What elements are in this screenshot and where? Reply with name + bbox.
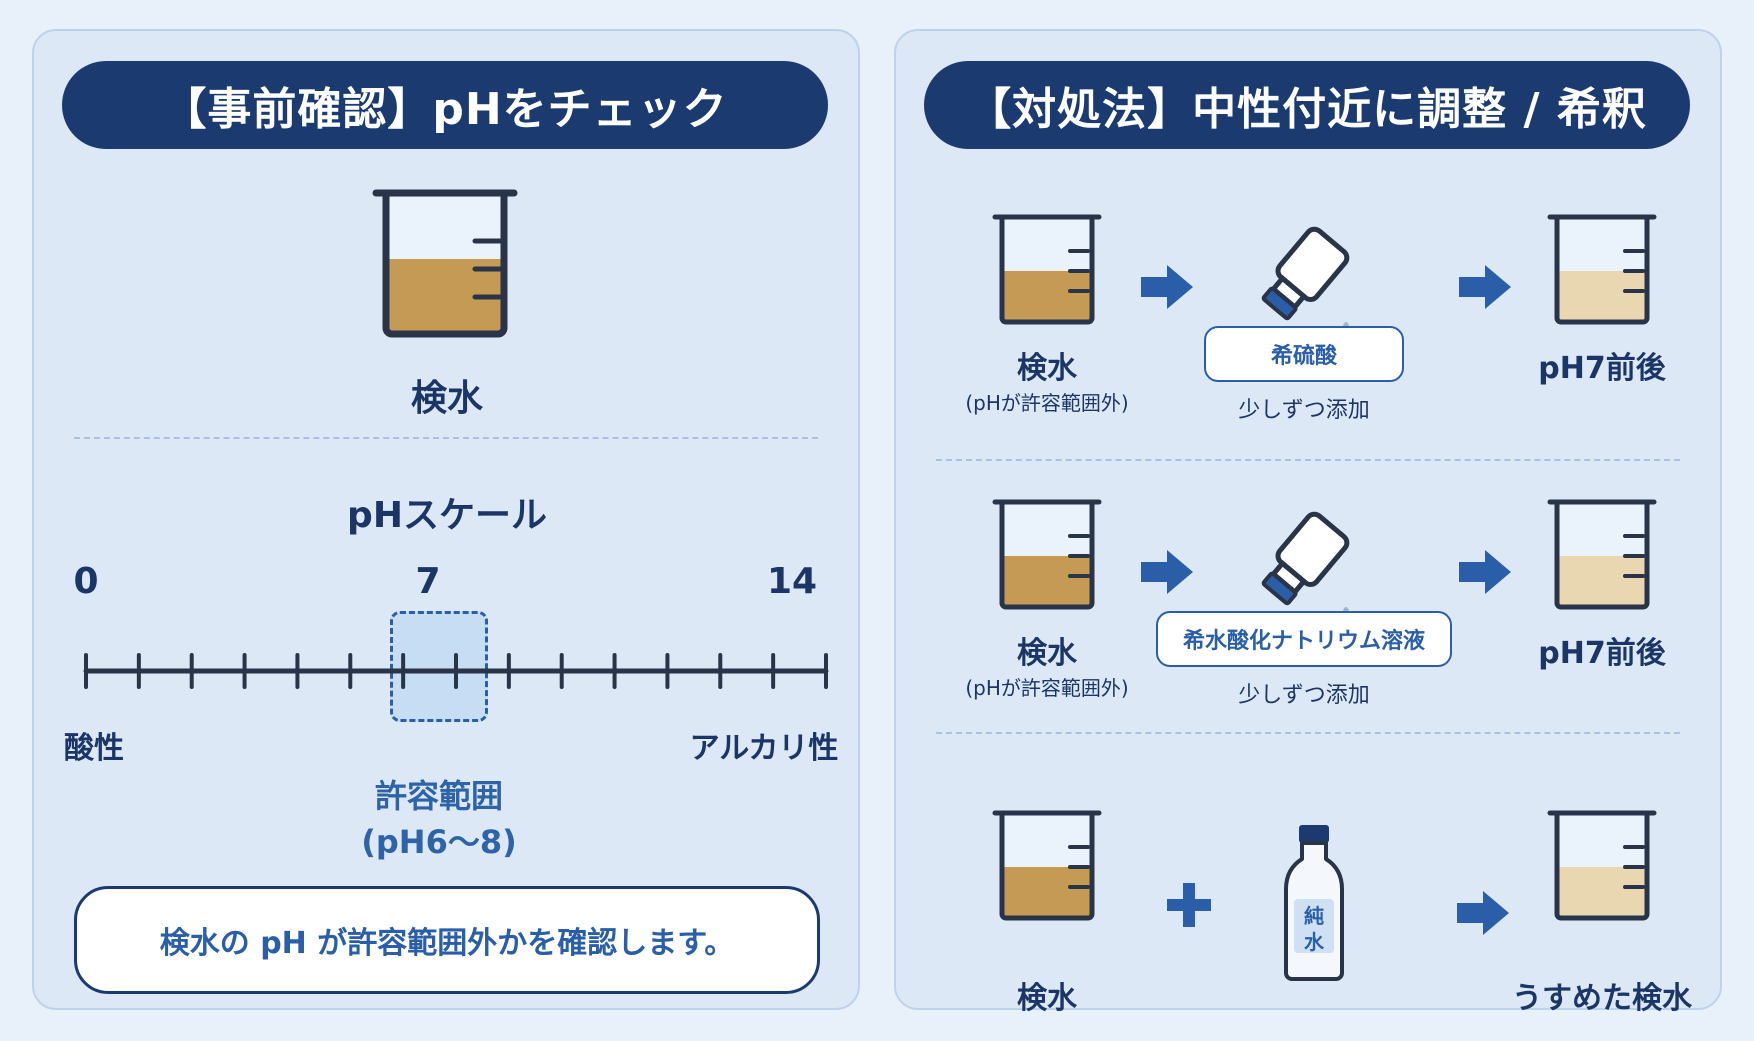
neutral-beaker-icon — [1547, 214, 1657, 325]
sample-label: 検水 — [410, 378, 483, 419]
reagent-label: 希水酸化ナトリウム溶液 — [1156, 611, 1452, 667]
ph-scale-title: pHスケール — [347, 495, 547, 536]
sample-label: 検水 — [1017, 981, 1077, 1016]
acid-label: 酸性 — [64, 731, 124, 766]
check-panel: 【事前確認】pHをチェック 検水 pHスケール 0 7 14 酸性 アルカリ性 … — [32, 29, 860, 1010]
sample-label: 検水 — [1017, 636, 1077, 671]
neutral-beaker-icon — [1547, 499, 1657, 610]
alkali-label: アルカリ性 — [689, 731, 839, 766]
result-label: pH7前後 — [1538, 636, 1666, 671]
treatment-panel-title: 【対処法】中性付近に調整 / 希釈 — [924, 61, 1690, 149]
scale-mid-label: 7 — [415, 561, 441, 602]
arrow-right-icon — [1459, 550, 1511, 594]
treatment-panel: 【対処法】中性付近に調整 / 希釈 検水 (pHが許容範囲外) 希硫酸 少しずつ… — [894, 29, 1722, 1016]
range-value-label: (pH6〜8) — [361, 823, 517, 861]
divider — [936, 732, 1680, 734]
diluted-beaker-icon — [1547, 810, 1657, 921]
reagent-label: 希硫酸 — [1204, 326, 1404, 382]
range-label: 許容範囲 — [374, 777, 503, 815]
check-panel-title: 【事前確認】pHをチェック — [62, 61, 828, 149]
reagent-note: 少しずつ添加 — [1238, 683, 1370, 708]
tolerance-range-box — [390, 611, 488, 722]
result-label: うすめた検水 — [1512, 981, 1692, 1016]
sample-beaker-icon — [372, 189, 518, 338]
divider — [74, 437, 818, 439]
arrow-right-icon — [1459, 265, 1511, 309]
scale-min-label: 0 — [73, 561, 99, 602]
check-note: 検水の pH が許容範囲外かを確認します。 — [74, 886, 820, 994]
plus-icon — [1167, 883, 1211, 927]
result-label: pH7前後 — [1538, 351, 1666, 386]
sample-beaker-icon — [992, 810, 1102, 921]
sample-sublabel: (pHが許容範囲外) — [965, 391, 1129, 415]
pure-water-bottle-icon — [1284, 825, 1344, 981]
ph-scale-axis — [83, 653, 829, 689]
sample-sublabel: (pHが許容範囲外) — [965, 676, 1129, 700]
reagent-note: 少しずつ添加 — [1238, 398, 1370, 423]
reagent-bottle-icon — [1261, 511, 1350, 627]
scale-max-label: 14 — [766, 561, 818, 602]
arrow-right-icon — [1141, 265, 1193, 309]
bottle-label-1: 純 — [1304, 904, 1324, 928]
bottle-label-2: 水 — [1304, 930, 1324, 954]
sample-label: 検水 — [1017, 351, 1077, 386]
arrow-right-icon — [1457, 891, 1509, 935]
sample-beaker-icon — [992, 214, 1102, 325]
reagent-bottle-icon — [1261, 226, 1350, 342]
sample-beaker-icon — [992, 499, 1102, 610]
arrow-right-icon — [1141, 550, 1193, 594]
divider — [936, 459, 1680, 461]
